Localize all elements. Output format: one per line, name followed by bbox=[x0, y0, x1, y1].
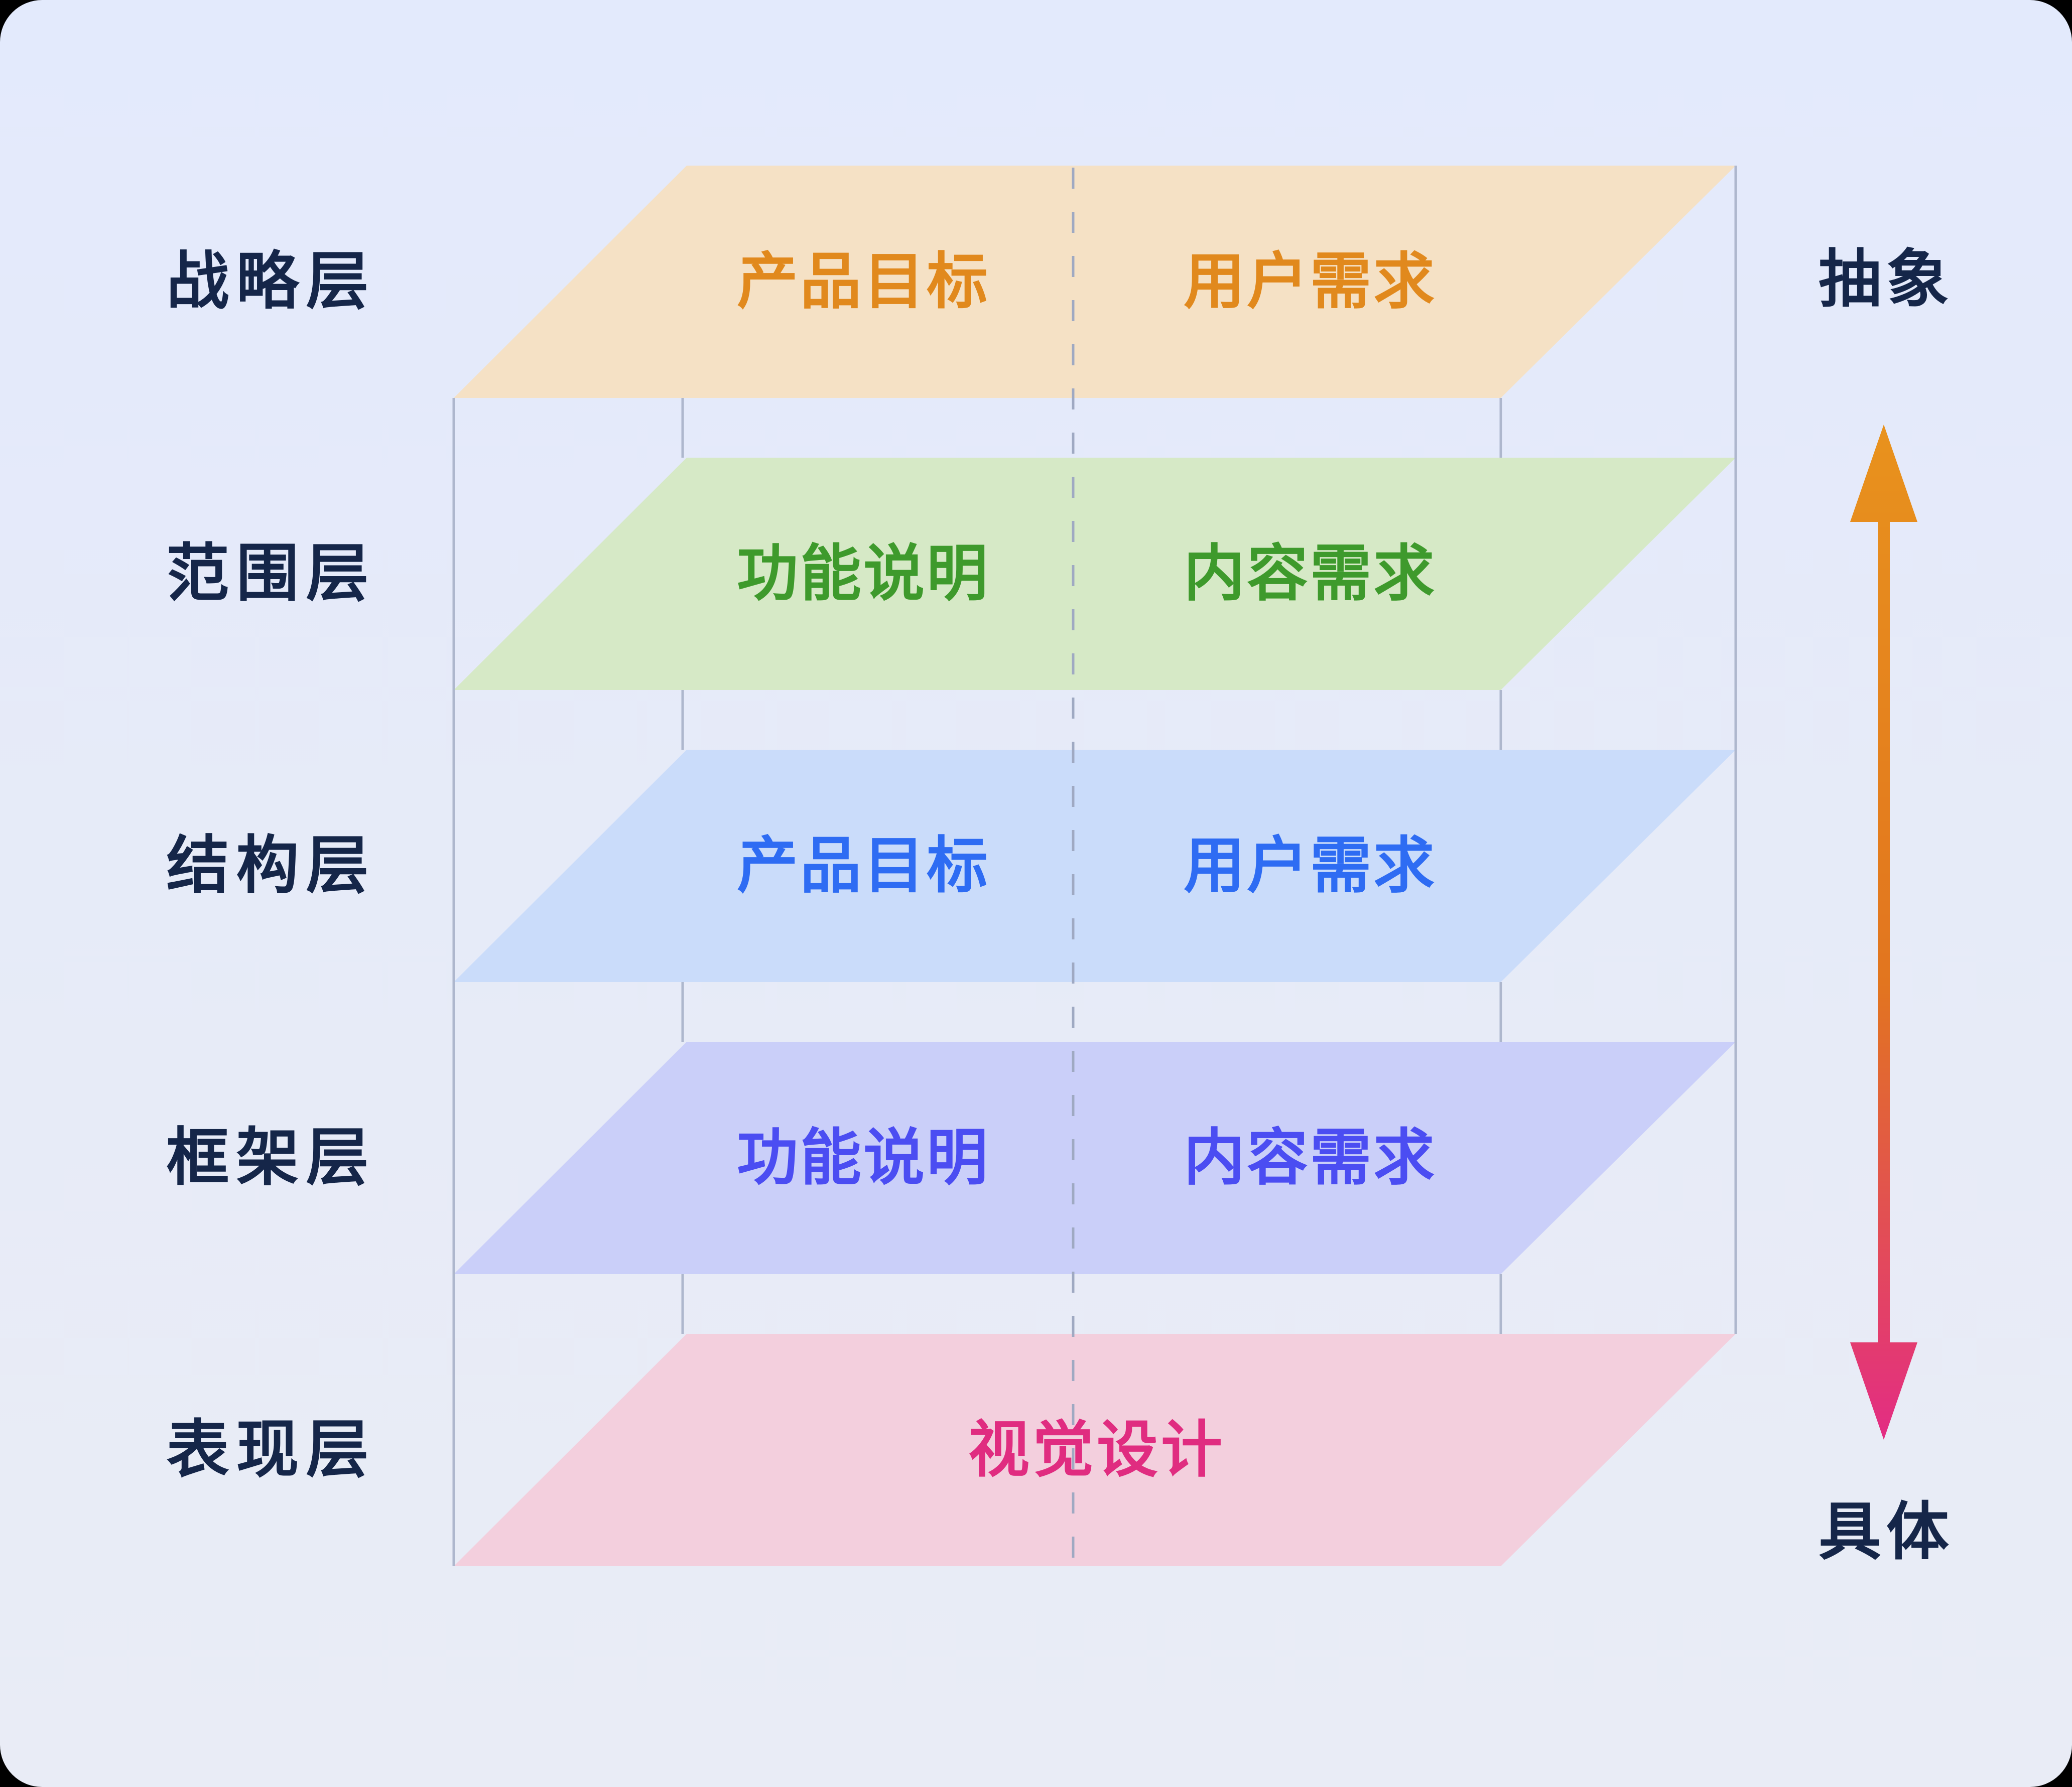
axis-label-abstract: 抽象 bbox=[1819, 244, 1954, 315]
layer-label-scope: 范围层 bbox=[166, 538, 376, 609]
layer-label-skeleton: 框架层 bbox=[166, 1123, 376, 1193]
plane-cell-skeleton-right: 内容需求 bbox=[1184, 1124, 1437, 1192]
planes bbox=[454, 166, 1736, 1566]
plane-skeleton bbox=[454, 1042, 1736, 1274]
arrow-head-up-icon bbox=[1850, 425, 1917, 522]
plane-cell-structure-right: 用户需求 bbox=[1184, 832, 1437, 900]
frame-lines bbox=[452, 166, 1737, 1566]
plane-structure bbox=[454, 750, 1736, 982]
plane-cell-scope-left: 功能说明 bbox=[737, 539, 990, 608]
abstraction-axis-arrow bbox=[1850, 425, 1917, 1440]
plane-cell-scope-right: 内容需求 bbox=[1184, 539, 1437, 608]
plane-cell-structure-left: 产品目标 bbox=[737, 832, 990, 900]
plane-cell-surface: 视觉设计 bbox=[968, 1416, 1225, 1484]
plane-cell-strategy-left: 产品目标 bbox=[737, 247, 990, 316]
plane-strategy bbox=[454, 166, 1736, 398]
plane-scope bbox=[454, 458, 1736, 690]
plane-cell-strategy-right: 用户需求 bbox=[1184, 247, 1437, 316]
axis-label-concrete: 具体 bbox=[1819, 1497, 1954, 1567]
layer-label-surface: 表现层 bbox=[166, 1415, 376, 1485]
layer-label-strategy: 战略层 bbox=[166, 246, 376, 317]
arrow-stem bbox=[1878, 517, 1890, 1347]
layer-label-structure: 结构层 bbox=[166, 831, 376, 901]
plane-surface bbox=[454, 1334, 1736, 1566]
arrow-head-down-icon bbox=[1850, 1342, 1917, 1440]
plane-cell-skeleton-left: 功能说明 bbox=[737, 1124, 990, 1192]
